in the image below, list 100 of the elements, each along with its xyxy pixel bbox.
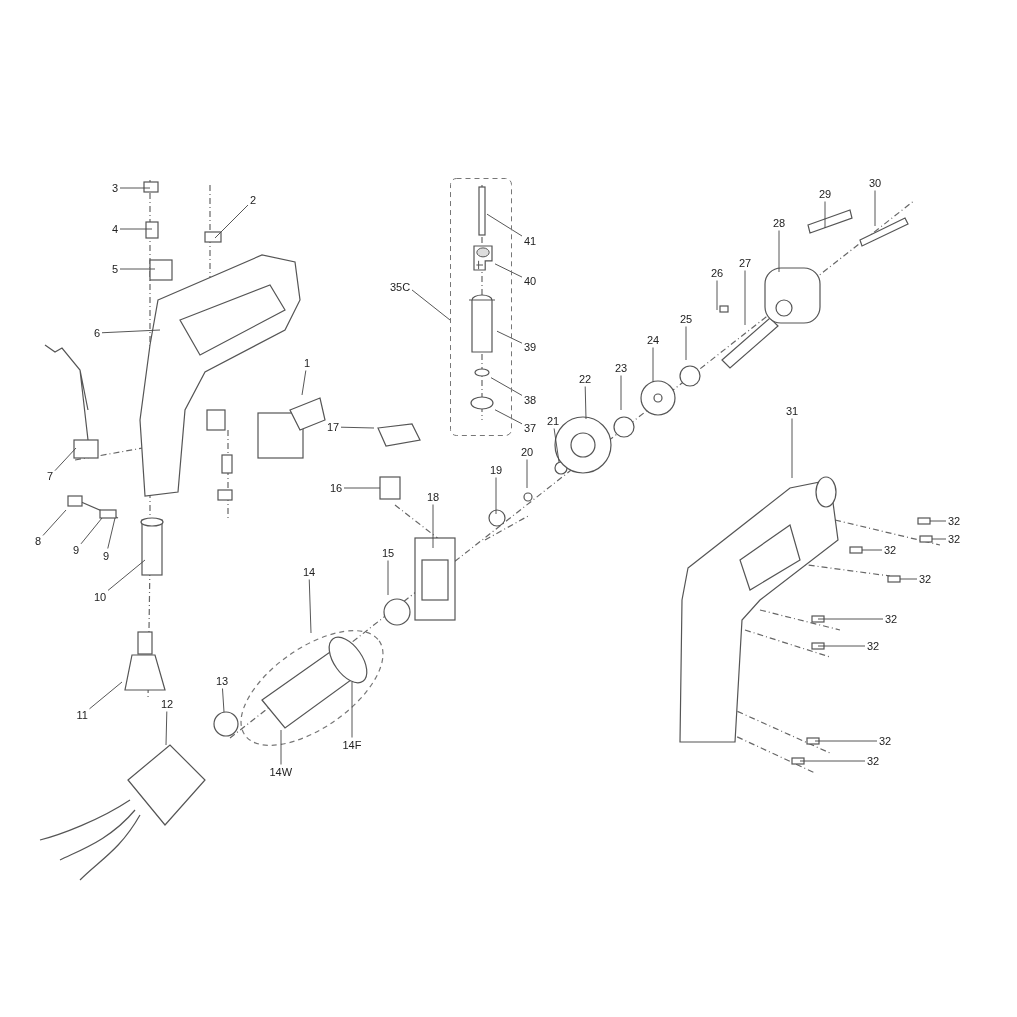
leader-line (495, 477, 497, 515)
leader-line (817, 645, 866, 647)
callout-number: 8 (34, 534, 43, 548)
leader-line (107, 559, 146, 591)
callout-number: 32 (878, 734, 893, 748)
callout-number: 16 (329, 481, 344, 495)
callout-number: 25 (679, 312, 694, 326)
leader-line (340, 426, 375, 429)
callout-number: 23 (614, 361, 629, 375)
callout-number: 35C (389, 280, 412, 294)
callout-number: 41 (523, 234, 538, 248)
leader-line (42, 509, 67, 536)
callout-number: 9 (72, 543, 81, 557)
callout-number: 32 (918, 572, 933, 586)
leader-line (387, 560, 389, 596)
callout-number: 32 (883, 543, 898, 557)
leader-line (899, 578, 918, 580)
leader-line (652, 347, 654, 383)
leader-line (54, 447, 77, 472)
callout-number: 12 (160, 697, 175, 711)
leader-line (214, 204, 249, 239)
leader-line (486, 213, 523, 237)
callout-number: 32 (866, 754, 881, 768)
callout-number: 17 (326, 420, 341, 434)
leader-line (526, 459, 528, 489)
leader-line (119, 268, 156, 270)
leader-line (280, 729, 282, 765)
callout-number: 6 (93, 326, 102, 340)
parts-group-frame (450, 178, 512, 436)
leader-line (620, 375, 622, 411)
callout-number: 32 (866, 639, 881, 653)
callout-number: 30 (868, 176, 883, 190)
leader-line (824, 201, 826, 229)
leader-line (101, 329, 161, 334)
leader-line (343, 487, 381, 489)
leader-line (411, 289, 451, 321)
callout-number: 11 (75, 708, 89, 722)
callout-number: 29 (818, 187, 833, 201)
leader-line (89, 681, 123, 710)
callout-number: 5 (111, 262, 120, 276)
callout-number: 37 (523, 421, 538, 435)
leader-line (874, 190, 876, 227)
leader-line (119, 228, 153, 230)
callout-number: 14 (302, 565, 317, 579)
washer (474, 368, 490, 377)
leader-line (119, 187, 151, 189)
leader-line (490, 377, 523, 396)
leader-line (861, 549, 883, 551)
leader-line (817, 618, 884, 620)
callout-number: 2 (249, 193, 258, 207)
leader-line (553, 428, 560, 463)
leader-line (778, 230, 780, 273)
leader-line (814, 740, 878, 742)
leader-line (799, 760, 866, 762)
leader-line (107, 517, 116, 549)
callout-number: 40 (523, 274, 538, 288)
callout-number: 14W (268, 765, 294, 779)
callout-number: 22 (578, 372, 593, 386)
leader-line (929, 520, 947, 522)
callout-number: 19 (489, 463, 504, 477)
leader-line (584, 386, 587, 420)
callout-number: 1 (303, 356, 312, 370)
leader-line (494, 409, 523, 425)
callout-number: 15 (381, 546, 396, 560)
callout-number: 10 (93, 590, 108, 604)
leader-line (80, 517, 103, 545)
callout-number: 20 (520, 445, 535, 459)
callout-number: 24 (646, 333, 661, 347)
callout-number: 14F (341, 738, 363, 752)
callout-number: 13 (215, 674, 230, 688)
callout-number: 32 (947, 532, 962, 546)
callout-number: 4 (111, 222, 120, 236)
leader-line (165, 711, 168, 746)
leader-line (496, 330, 523, 344)
callout-number: 39 (523, 340, 538, 354)
bolt (478, 186, 486, 236)
leader-line (301, 370, 307, 396)
callout-number: 38 (523, 393, 538, 407)
leader-line (716, 280, 718, 311)
leader-line (351, 681, 353, 738)
washer (470, 396, 494, 410)
callout-number: 7 (46, 469, 55, 483)
callout-number: 21 (546, 414, 561, 428)
callout-number: 31 (785, 404, 800, 418)
leader-line (222, 688, 225, 713)
callout-number: 9 (102, 549, 111, 563)
leader-line (931, 538, 947, 540)
leader-line (791, 418, 793, 479)
callout-number: 26 (710, 266, 725, 280)
callout-number: 28 (772, 216, 787, 230)
leader-line (494, 263, 523, 278)
handle-grip (468, 294, 496, 354)
callout-number: 32 (947, 514, 962, 528)
callout-number: 18 (426, 490, 441, 504)
leader-line (432, 504, 434, 549)
callout-number: 3 (111, 181, 120, 195)
leader-line (744, 270, 746, 326)
callout-number: 32 (884, 612, 899, 626)
leader-line (308, 579, 312, 634)
bracket (472, 244, 494, 272)
